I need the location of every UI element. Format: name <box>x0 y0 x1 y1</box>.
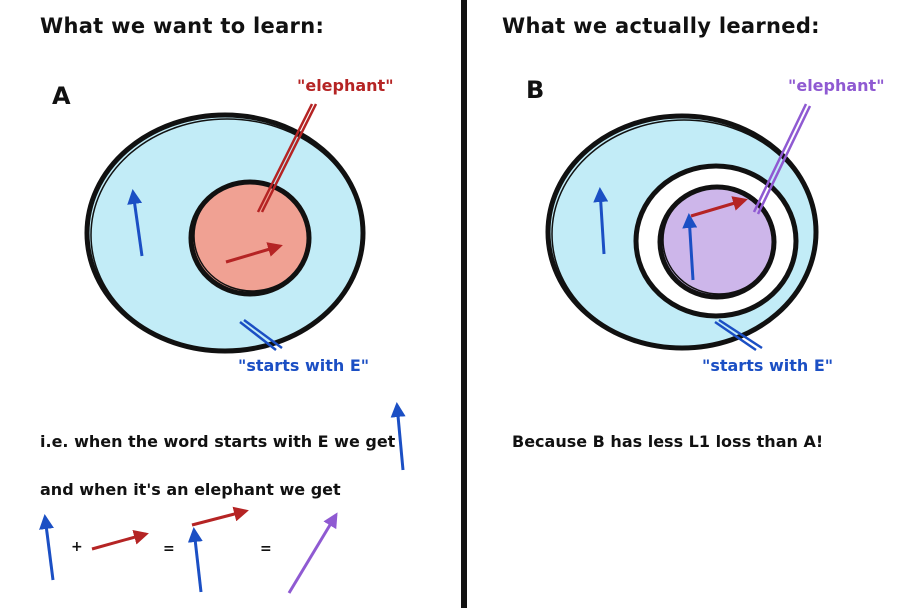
starts-with-e-label-a: "starts with E" <box>238 356 370 375</box>
starts-with-e-label-b: "starts with E" <box>702 356 834 375</box>
blue-arrow-combo <box>187 527 203 593</box>
elephant-label-b: "elephant" <box>788 76 885 95</box>
purple-arrow-result <box>287 512 338 594</box>
starts-pointer-b <box>714 318 763 352</box>
left-title: What we want to learn: <box>40 14 325 38</box>
red-arrow-a <box>225 242 283 264</box>
elephant-set-b-sketch <box>662 185 776 295</box>
left-panel: What we want to learn: A "elephant" "sta… <box>40 14 396 557</box>
red-arrow-combo <box>191 506 249 527</box>
blue-arrow-a <box>127 189 144 257</box>
explanation-line-1: i.e. when the word starts with E we get <box>40 432 396 451</box>
elephant-pointer-a <box>256 103 318 213</box>
set-a-letter: A <box>52 82 71 110</box>
blue-arrow-line1 <box>390 402 406 471</box>
red-arrow-inner-b <box>690 196 748 218</box>
conclusion-note: Because B has less L1 loss than A! <box>512 432 824 451</box>
equals-sign-2: = <box>260 541 272 557</box>
starts-with-e-set-a-sketch <box>90 118 364 352</box>
set-b-letter: B <box>526 76 545 104</box>
starts-pointer-a <box>239 318 283 351</box>
plus-sign: + <box>71 539 83 555</box>
blue-arrow-inner-b <box>682 213 698 281</box>
red-arrow-sum <box>91 529 149 551</box>
explanation-line-2: and when it's an elephant we get <box>40 480 341 499</box>
blue-arrow-b <box>593 187 609 255</box>
elephant-set-a <box>188 179 312 297</box>
elephant-pointer-b <box>752 103 812 215</box>
diagram-b <box>545 103 819 352</box>
right-panel: What we actually learned: B "elephant" "… <box>468 0 914 608</box>
panel-divider <box>461 0 467 608</box>
starts-with-e-set-b-sketch <box>551 119 817 349</box>
elephant-set-a-sketch <box>193 180 311 292</box>
blue-arrow-sum <box>39 514 55 581</box>
diagram-a <box>84 103 366 354</box>
right-title: What we actually learned: <box>502 14 820 38</box>
equals-sign-1: = <box>163 541 175 557</box>
elephant-label-a: "elephant" <box>297 76 394 95</box>
